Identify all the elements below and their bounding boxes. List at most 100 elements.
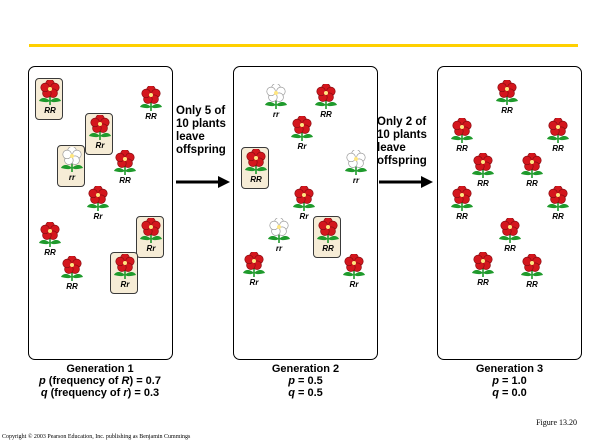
p-value: = 1.0 <box>498 375 527 387</box>
genotype-label: RR <box>44 248 56 257</box>
arrow-2-line-1: Only 2 of <box>377 116 427 128</box>
generation2-plant-red-flower: RR <box>315 218 341 253</box>
generation1-plant-red-flower: Rr <box>138 218 164 253</box>
genotype-label: RR <box>66 282 78 291</box>
genotype-label: RR <box>320 110 332 119</box>
generation3-plant-red-flower: RR <box>449 118 475 153</box>
genotype-label: RR <box>250 175 262 184</box>
genotype-label: RR <box>477 179 489 188</box>
q-label-post: ) = 0.3 <box>127 387 160 399</box>
q-value: = 0.5 <box>294 387 323 399</box>
generation3-plant-red-flower: RR <box>519 254 545 289</box>
genotype-label: Rr <box>299 212 309 221</box>
p-label-symbol: R <box>121 375 130 387</box>
genotype-label: RR <box>504 244 516 253</box>
generation1-plant-red-flower: RR <box>37 80 63 115</box>
generation-1-title: Generation 1 <box>66 363 134 375</box>
arrow-1-line-2: 10 plants <box>176 118 226 130</box>
arrow-1-line-3: leave <box>176 131 205 143</box>
genotype-label: RR <box>552 144 564 153</box>
generation-2-panel <box>233 66 378 360</box>
p-symbol: p <box>288 375 295 387</box>
generation3-plant-red-flower: RR <box>470 153 496 188</box>
generation3-plant-red-flower: RR <box>497 218 523 253</box>
generation2-plant-red-flower: Rr <box>341 254 367 289</box>
generation1-plant-white-flower: rr <box>59 147 85 182</box>
p-label-pre: (frequency of <box>45 375 122 387</box>
genotype-label: rr <box>68 173 76 182</box>
q-symbol: q <box>492 387 499 399</box>
generation-3-q-line: q = 0.0 <box>437 387 582 399</box>
generation-1-q-line: q (frequency of r) = 0.3 <box>2 387 198 399</box>
generation-3-caption: Generation 3 p = 1.0 q = 0.0 <box>437 363 582 399</box>
figure-number: Figure 13.20 <box>536 418 577 427</box>
genotype-label: RR <box>322 244 334 253</box>
generation2-plant-red-flower: Rr <box>241 252 267 287</box>
arrow-2-line-4: offspring <box>377 155 427 167</box>
generation1-plant-red-flower: RR <box>112 150 138 185</box>
arrow-1-line-1: Only 5 of <box>176 105 226 117</box>
arrow-2 <box>379 176 433 188</box>
arrow-1 <box>176 176 230 188</box>
generation-1-caption: Generation 1 p (frequency of R) = 0.7 q … <box>2 363 198 399</box>
arrow-1-line-4: offspring <box>176 144 226 156</box>
generation1-plant-red-flower: Rr <box>112 254 138 289</box>
generation3-plant-red-flower: RR <box>449 186 475 221</box>
generation2-plant-red-flower: Rr <box>289 116 315 151</box>
generation3-plant-red-flower: RR <box>470 252 496 287</box>
title-divider <box>29 44 578 47</box>
q-label-pre: (frequency of <box>47 387 124 399</box>
generation-1-p-line: p (frequency of R) = 0.7 <box>2 375 198 387</box>
genotype-label: RR <box>477 278 489 287</box>
generation3-plant-red-flower: RR <box>494 80 520 115</box>
genotype-label: Rr <box>297 142 307 151</box>
generation-2-title: Generation 2 <box>271 363 340 375</box>
genotype-label: Rr <box>95 141 105 150</box>
copyright-notice: Copyright © 2003 Pearson Education, Inc.… <box>2 434 191 440</box>
generation3-plant-red-flower: RR <box>519 153 545 188</box>
p-symbol: p <box>492 375 499 387</box>
genotype-label: RR <box>44 106 56 115</box>
genotype-label: RR <box>456 212 468 221</box>
generation1-plant-red-flower: RR <box>138 86 164 121</box>
generation-2-p-line: p = 0.5 <box>233 375 378 387</box>
q-value: = 0.0 <box>498 387 527 399</box>
generation1-plant-red-flower: RR <box>59 256 85 291</box>
arrow-1-caption: Only 5 of 10 plants leave offspring <box>176 105 226 157</box>
generation1-plant-red-flower: Rr <box>85 186 111 221</box>
generation3-plant-red-flower: RR <box>545 118 571 153</box>
generation2-plant-red-flower: RR <box>243 149 269 184</box>
generation2-plant-white-flower: rr <box>263 84 289 119</box>
genotype-label: rr <box>275 244 283 253</box>
generation2-plant-red-flower: Rr <box>291 186 317 221</box>
generation1-plant-red-flower: Rr <box>87 115 113 150</box>
genotype-label: rr <box>272 110 280 119</box>
p-label-post: ) = 0.7 <box>129 375 161 387</box>
generation1-plant-red-flower: RR <box>37 222 63 257</box>
generation2-plant-white-flower: rr <box>343 150 369 185</box>
genotype-label: Rr <box>146 244 156 253</box>
generation-3-title: Generation 3 <box>475 363 544 375</box>
genotype-label: Rr <box>249 278 259 287</box>
p-symbol: p <box>39 375 46 387</box>
generation-2-caption: Generation 2 p = 0.5 q = 0.5 <box>233 363 378 399</box>
genotype-label: Rr <box>93 212 103 221</box>
genotype-label: RR <box>552 212 564 221</box>
generation2-plant-red-flower: RR <box>313 84 339 119</box>
p-value: = 0.5 <box>294 375 323 387</box>
arrow-2-line-2: 10 plants <box>377 129 427 141</box>
genotype-label: RR <box>526 280 538 289</box>
genotype-label: RR <box>456 144 468 153</box>
genotype-label: RR <box>501 106 513 115</box>
generation-2-q-line: q = 0.5 <box>233 387 378 399</box>
arrow-2-caption: Only 2 of 10 plants leave offspring <box>377 116 427 168</box>
generation-3-p-line: p = 1.0 <box>437 375 582 387</box>
genotype-label: RR <box>119 176 131 185</box>
genotype-label: Rr <box>120 280 130 289</box>
q-symbol: q <box>40 387 48 399</box>
generation3-plant-red-flower: RR <box>545 186 571 221</box>
q-symbol: q <box>288 387 295 399</box>
genotype-label: RR <box>145 112 157 121</box>
genotype-label: RR <box>526 179 538 188</box>
q-label-symbol: r <box>123 387 128 399</box>
